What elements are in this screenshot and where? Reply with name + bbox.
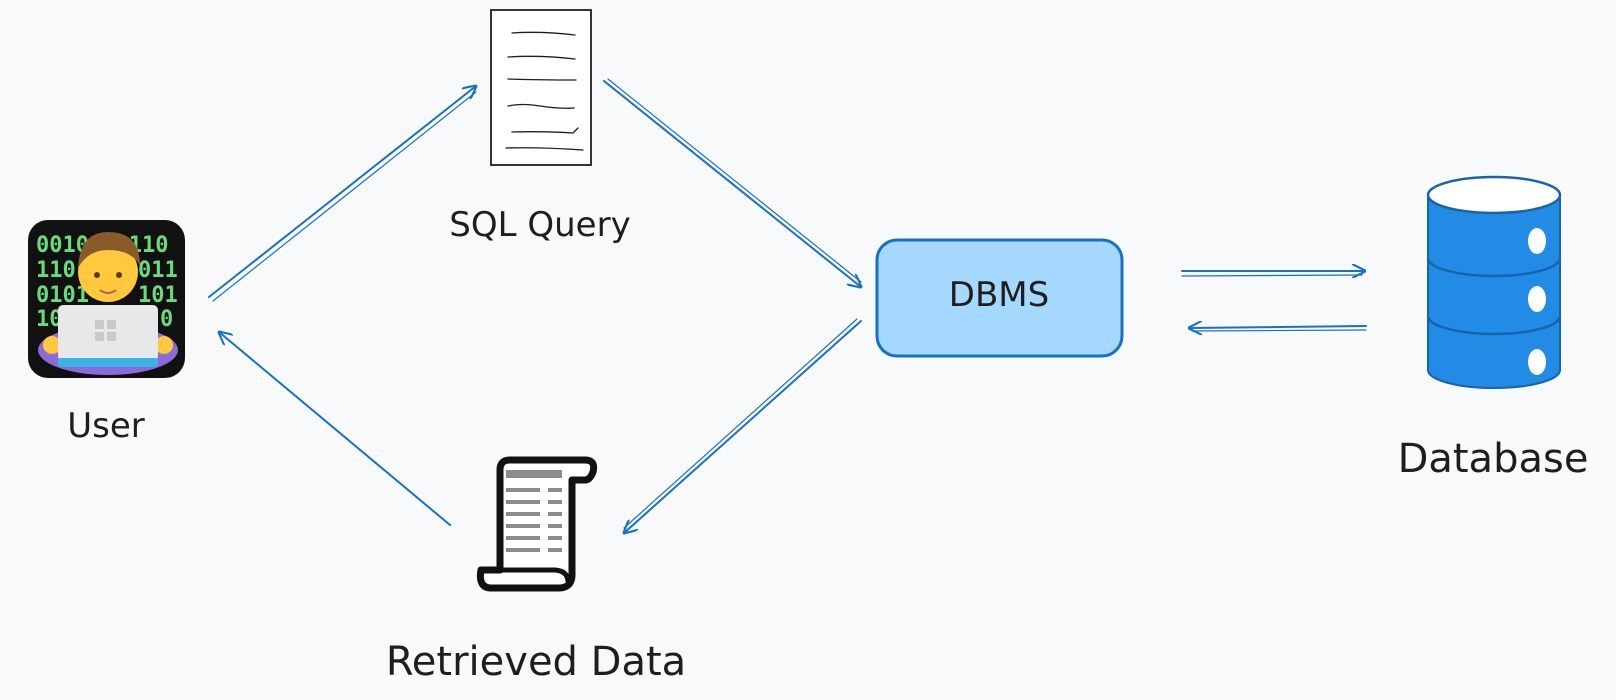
retrieved-data-node: Retrieved Data [386, 456, 686, 685]
dbms-node: DBMS [875, 238, 1124, 358]
database-label: Database [1398, 436, 1589, 482]
user-coder-icon: 0010110110 110 011 0101 101 10 0 [28, 220, 185, 378]
sql-query-label: SQL Query [449, 205, 630, 245]
binary-row: 110 [36, 258, 76, 283]
sql-query-node: SQL Query [449, 9, 631, 245]
arrow-database-to-dbms [1189, 326, 1367, 331]
retrieved-data-label: Retrieved Data [386, 639, 686, 685]
binary-row: 0101 [36, 283, 89, 308]
dbms-box [875, 238, 1124, 358]
database-node: Database [1398, 175, 1589, 482]
user-node: 0010110110 110 011 0101 101 10 0 [28, 220, 185, 446]
user-label: User [67, 406, 145, 446]
binary-row: 0 [160, 307, 173, 332]
binary-row: 101 [138, 283, 178, 308]
arrow-retrieved-data-to-user [219, 332, 451, 526]
arrow-dbms-to-retrieved-data [624, 318, 862, 533]
database-cylinder-icon [1426, 175, 1562, 389]
arrow-sql-query-to-dbms [603, 78, 861, 287]
binary-row: 011 [138, 258, 178, 283]
receipt-scroll-icon [476, 456, 598, 592]
document-icon [490, 9, 592, 166]
arrows [208, 78, 1367, 533]
arrow-user-to-sql-query [208, 86, 476, 302]
dbms-label: DBMS [949, 275, 1049, 315]
arrow-dbms-to-database [1181, 271, 1365, 276]
